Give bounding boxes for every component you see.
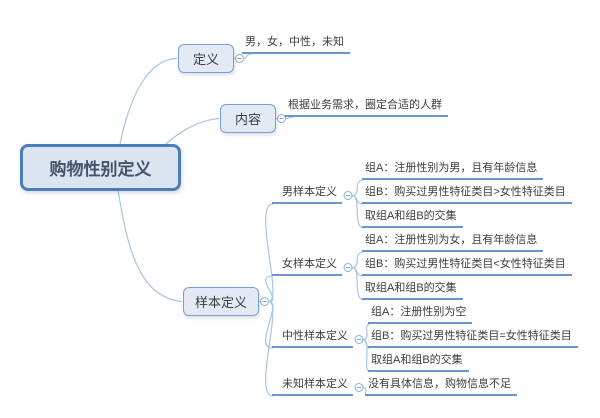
collapse-icon[interactable]	[354, 383, 364, 392]
collapse-icon[interactable]	[343, 263, 353, 272]
connector-line	[165, 117, 220, 145]
connector-line	[265, 300, 274, 349]
leaf-node[interactable]: 没有具体信息，购物信息不足	[365, 377, 517, 396]
connector-line	[265, 300, 274, 397]
collapse-icon[interactable]	[235, 54, 244, 63]
collapse-icon[interactable]	[277, 114, 286, 123]
connector-line	[351, 251, 365, 269]
leaf-node[interactable]: 组A：注册性别为女，且有年龄信息	[362, 233, 544, 252]
subtopic-male-sample[interactable]: 男样本定义	[272, 185, 342, 204]
leaf-node[interactable]: 取组A和组B的交集	[362, 281, 463, 300]
connector-line	[285, 116, 295, 120]
leaf-node[interactable]: 组A：注册性别为空	[368, 305, 473, 324]
leaf-node[interactable]: 取组A和组B的交集	[362, 209, 463, 228]
branch-node-content[interactable]: 内容	[220, 104, 276, 133]
connector-line	[362, 323, 371, 341]
connector-line	[243, 53, 252, 60]
connector-line	[117, 189, 183, 303]
leaf-node[interactable]: 组B：购买过男性特征类目=女性特征类目	[368, 329, 578, 348]
subtopic-neutral-sample[interactable]: 中性样本定义	[272, 329, 353, 348]
leaf-node-content-desc[interactable]: 根据业务需求，圈定合适的人群	[285, 98, 448, 117]
collapse-icon[interactable]	[260, 297, 269, 306]
connector-line	[265, 203, 274, 303]
leaf-node[interactable]: 组B：购买过男性特征类目>女性特征类目	[362, 185, 572, 204]
connector-line	[351, 179, 365, 197]
connector-line	[119, 57, 178, 145]
collapse-icon[interactable]	[343, 191, 353, 200]
leaf-node-genders[interactable]: 男，女，中性，未知	[242, 35, 350, 54]
collapse-icon[interactable]	[354, 335, 364, 344]
subtopic-unknown-sample[interactable]: 未知样本定义	[272, 377, 353, 396]
branch-node-sample-definition[interactable]: 样本定义	[183, 287, 259, 316]
connector-line	[351, 266, 365, 301]
subtopic-female-sample[interactable]: 女样本定义	[272, 257, 342, 276]
connector-line	[351, 194, 365, 229]
branch-node-definition[interactable]: 定义	[178, 44, 234, 73]
leaf-node[interactable]: 取组A和组B的交集	[368, 353, 469, 372]
leaf-node[interactable]: 组B：购买过男性特征类目<女性特征类目	[362, 257, 572, 276]
root-node[interactable]: 购物性别定义	[20, 144, 181, 191]
leaf-node[interactable]: 组A：注册性别为男，且有年龄信息	[362, 161, 544, 180]
connector-line	[265, 275, 274, 303]
